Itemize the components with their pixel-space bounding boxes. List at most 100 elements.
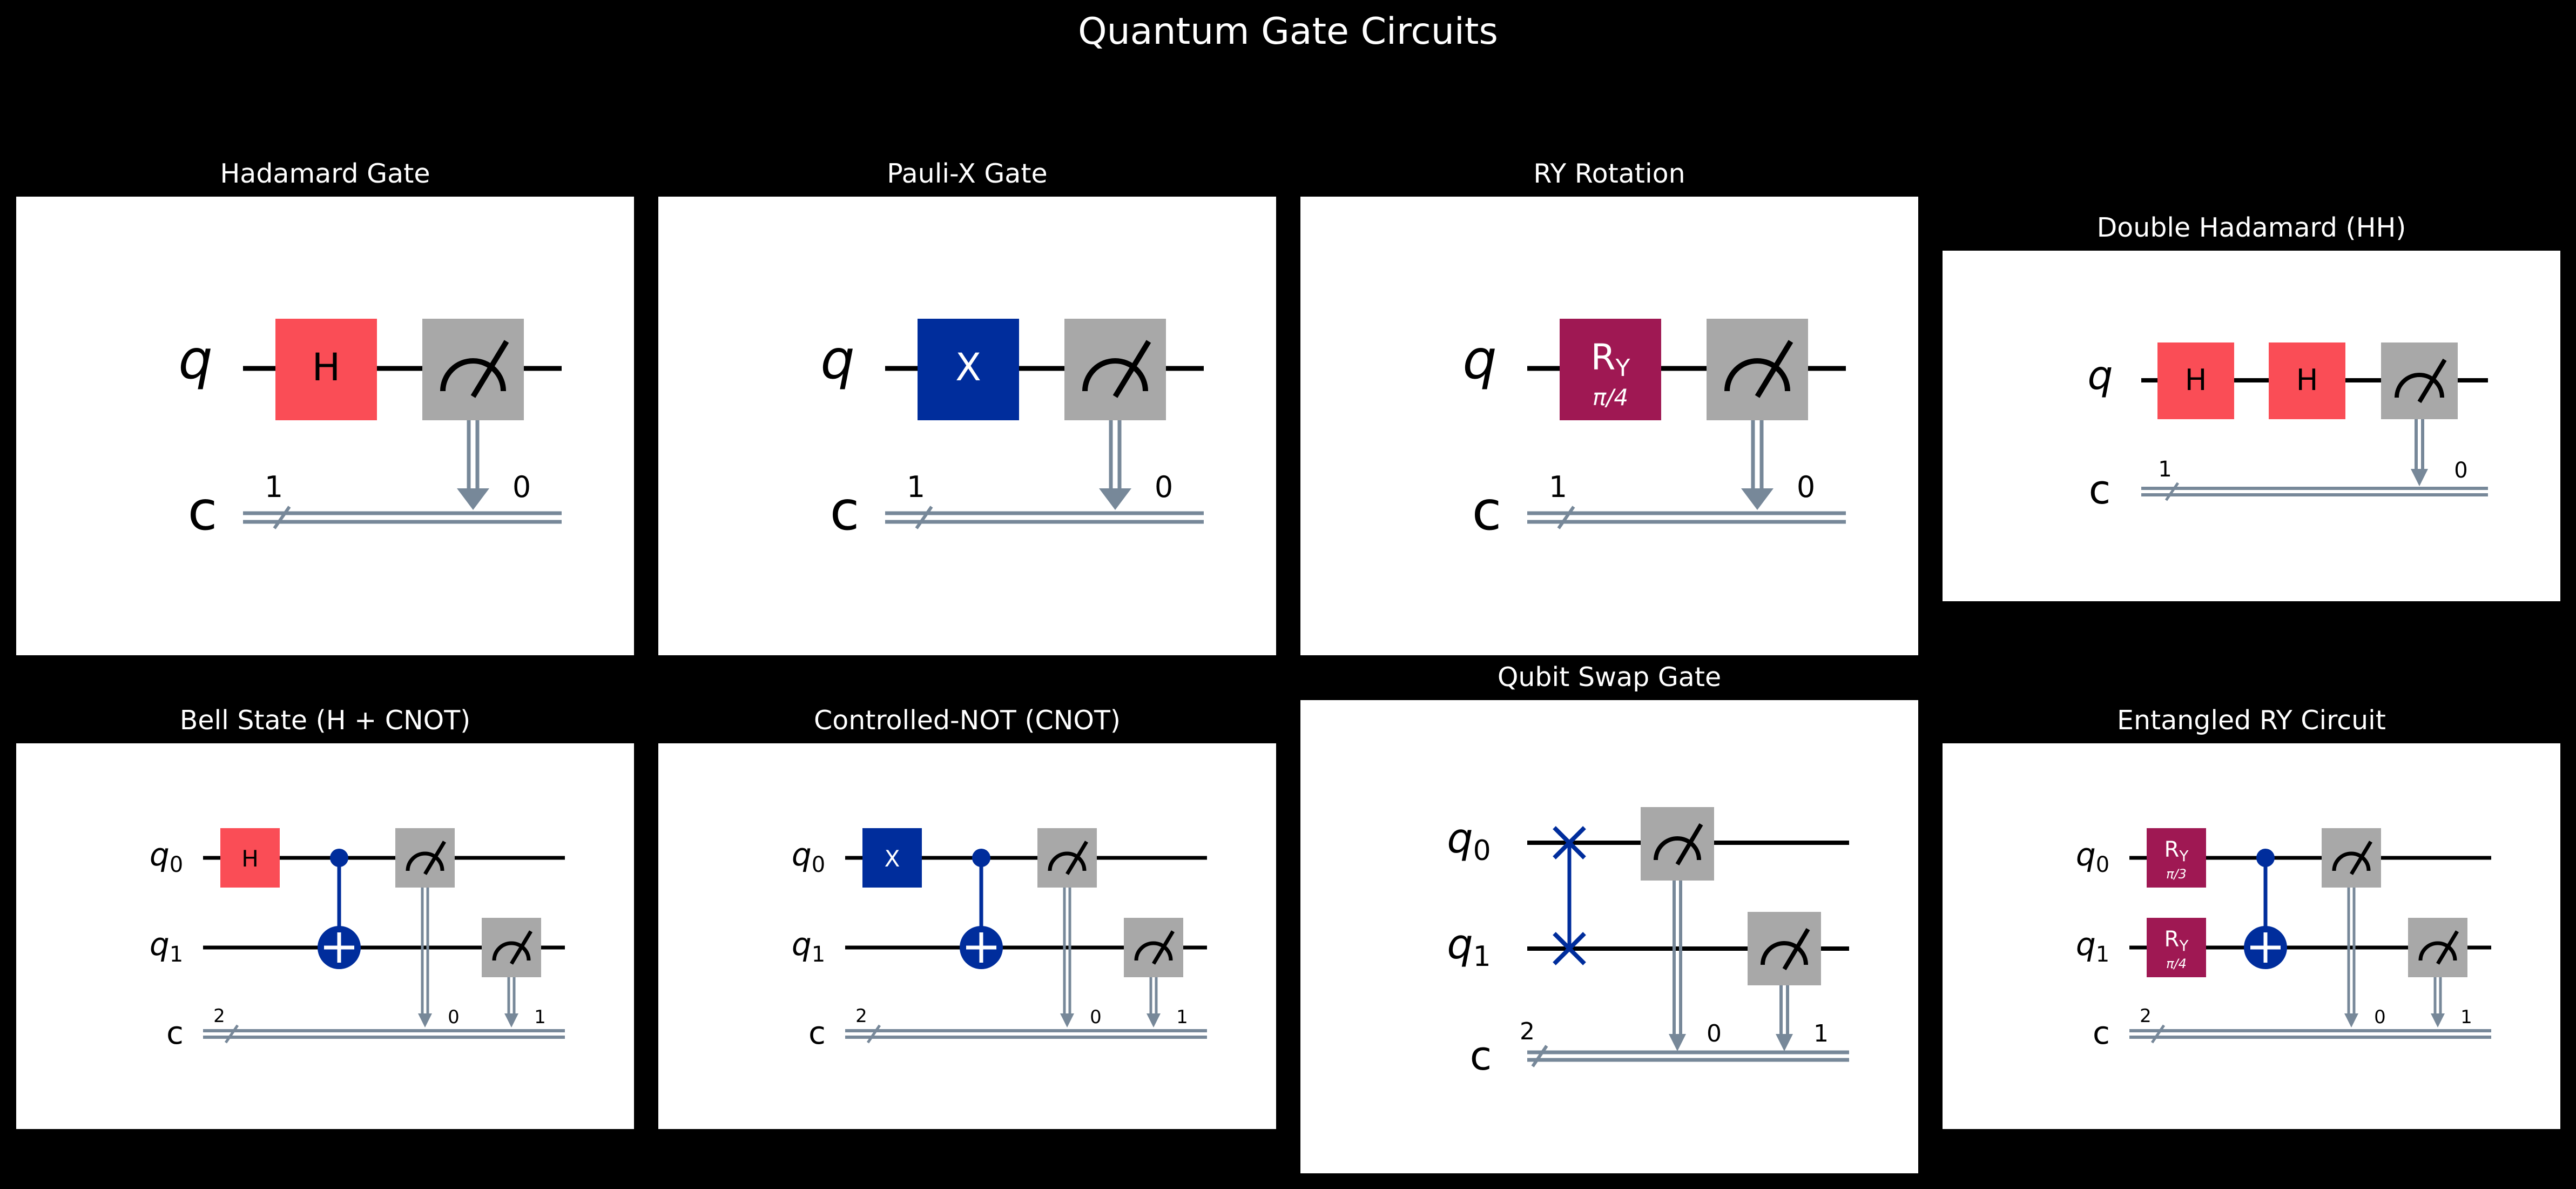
register-width-label: 1 (907, 470, 925, 504)
classical-register-label: c (188, 479, 218, 542)
gauge-meter-icon (2395, 358, 2447, 404)
gauge-meter-icon (492, 930, 533, 965)
gauge-meter-icon (440, 340, 509, 398)
panel-hadamard: Hadamard Gate 1 q c H 0 (16, 150, 634, 655)
qubit-label-index: 0 (170, 852, 183, 877)
qubit-label-base: q (792, 926, 812, 963)
hadamard-gate (2157, 342, 2234, 419)
qubit-label-base: q (2076, 926, 2096, 963)
gate-label: RY (2164, 837, 2189, 865)
classical-wire (1527, 511, 1846, 524)
qubit-label-base: q (2076, 836, 2096, 873)
gate-label: X (885, 845, 900, 872)
panel-bell-state: Bell State (H + CNOT) 2 q0 q1 c H 0 1 (16, 697, 634, 1129)
classical-bit-label: 0 (512, 470, 531, 504)
gauge-meter-icon (1654, 823, 1703, 866)
circuit-diagram: 1 q c RY π/4 0 (1300, 197, 1918, 655)
measure-box (1748, 912, 1821, 985)
classical-bit-label: 0 (1707, 1020, 1722, 1047)
measure-box (1641, 807, 1714, 881)
classical-bit-label: 1 (1813, 1020, 1829, 1047)
gauge-meter-icon (2332, 841, 2373, 875)
figure-title: Quantum Gate Circuits (1078, 10, 1498, 53)
qubit-label: q1 (792, 926, 825, 967)
panel-controlled-not: Controlled-NOT (CNOT) 2 q0 q1 c X 0 1 (658, 697, 1276, 1129)
qubit-label: q (1462, 328, 1496, 391)
gate-label-subscript: Y (1615, 354, 1630, 382)
gate-label-main: R (2164, 927, 2180, 952)
register-width-label: 1 (1549, 470, 1567, 504)
register-width-slash (915, 506, 933, 529)
qubit-label: q0 (2076, 836, 2109, 877)
panel-qubit-swap: Qubit Swap Gate 2 q0 q1 c 0 1 (1300, 654, 1918, 1173)
circle-plus-icon (318, 926, 361, 969)
circuit-diagram: 1 q c H H 0 (1943, 251, 2560, 601)
measure-box (1037, 828, 1097, 888)
gate-parameter: π/3 (2166, 866, 2187, 882)
gate-label: H (241, 845, 259, 872)
qubit-label: q0 (150, 836, 183, 877)
hadamard-gate (220, 828, 280, 888)
qubit-label-index: 1 (1473, 941, 1491, 973)
gate-parameter: π/4 (1593, 384, 1628, 411)
classical-wire (1527, 1050, 1849, 1062)
register-width-label: 1 (265, 470, 283, 504)
measure-box (2381, 342, 2458, 419)
classical-wire (203, 1029, 565, 1039)
measure-box (2322, 828, 2381, 888)
classical-register-label: c (2093, 1015, 2110, 1051)
classical-register-label: c (1470, 1033, 1492, 1079)
qubit-label: q1 (150, 926, 183, 967)
panel-title: RY Rotation (1533, 158, 1685, 189)
panel-title: Hadamard Gate (220, 158, 430, 189)
measure-arrow (1776, 985, 1793, 1051)
circle-plus-icon (960, 926, 1003, 969)
panel-pauli-x: Pauli-X Gate 1 q c X 0 (658, 150, 1276, 655)
panel-entangled-ry: Entangled RY Circuit 2 q0 q1 c RY π/3 RY… (1943, 697, 2560, 1129)
qubit-label: q1 (2076, 926, 2109, 967)
circuit-diagram: 1 q c X 0 (658, 197, 1276, 655)
qubit-label-index: 1 (2096, 942, 2109, 967)
classical-register-label: c (808, 1015, 826, 1051)
classical-bit-label: 1 (534, 1006, 546, 1028)
measure-box (2408, 918, 2467, 977)
measure-arrow (1099, 420, 1131, 510)
gate-label: X (955, 345, 981, 389)
circuit-diagram: 2 q0 q1 c H 0 1 (16, 743, 634, 1129)
classical-wire (2129, 1029, 2491, 1039)
gauge-meter-icon (2418, 930, 2459, 965)
measure-box (1064, 319, 1166, 420)
classical-wire (845, 1029, 1207, 1039)
gate-label: RY (1591, 337, 1630, 382)
measure-arrow (1669, 881, 1686, 1051)
classical-bit-label: 0 (448, 1006, 460, 1028)
measure-arrow (1060, 888, 1074, 1027)
circle-plus-icon (2244, 926, 2287, 969)
register-width-slash (224, 1024, 239, 1044)
classical-bit-label: 0 (2454, 458, 2467, 483)
panel-ry-rotation: RY Rotation 1 q c RY π/4 0 (1300, 150, 1918, 655)
qubit-label-base: q (1447, 814, 1473, 862)
ry-rotation-gate (2147, 918, 2206, 977)
qubit-label: q (2088, 352, 2113, 399)
qubit-label-index: 0 (2096, 852, 2109, 877)
qubit-label: q (820, 328, 854, 391)
gate-label: H (2296, 363, 2318, 397)
panel-title: Pauli-X Gate (887, 158, 1048, 189)
classical-bit-label: 1 (1176, 1006, 1188, 1028)
measure-arrow (418, 888, 432, 1027)
gauge-meter-icon (1048, 841, 1089, 875)
classical-register-label: c (830, 479, 860, 542)
gate-label-main: R (1591, 337, 1616, 378)
gauge-meter-icon (1724, 340, 1793, 398)
classical-wire (243, 511, 562, 524)
register-width-label: 2 (1520, 1018, 1535, 1045)
gate-label: H (2185, 363, 2207, 397)
register-width-label: 2 (2140, 1005, 2152, 1027)
measure-arrow (2411, 419, 2428, 486)
measure-box (395, 828, 455, 888)
ry-rotation-gate (1560, 319, 1661, 420)
classical-bit-label: 1 (2460, 1006, 2472, 1028)
qubit-label: q0 (792, 836, 825, 877)
gauge-meter-icon (1134, 930, 1175, 965)
